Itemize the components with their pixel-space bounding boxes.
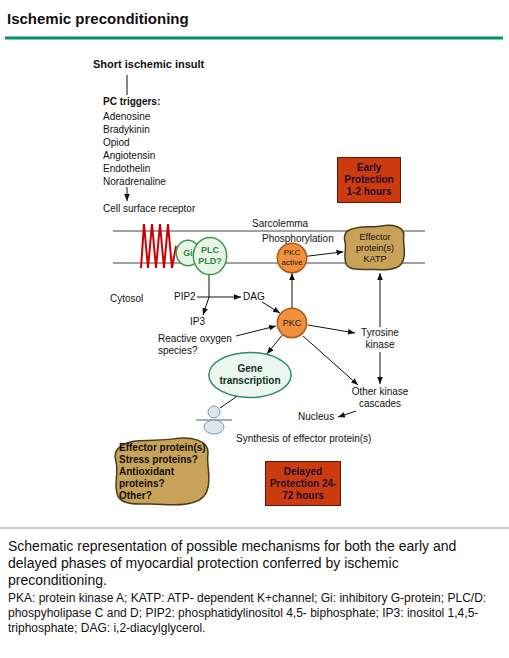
pathway-label: DAG [243, 291, 273, 303]
title-rule [5, 37, 503, 40]
pathway-connector [307, 252, 344, 256]
pathway-arrow [236, 326, 276, 336]
ellipse-outline [277, 243, 306, 272]
node-text: Effector protein(s) KATP [346, 232, 404, 265]
node-text: Delayed Protection 24-72 hours [269, 466, 337, 502]
effector-blob: Effector protein(s) KATP [343, 224, 407, 272]
pathway-arrow [262, 302, 280, 313]
pathway-label: Short ischemic insult [93, 58, 233, 71]
pathway-label: PIP2 [174, 291, 204, 303]
figure-caption: Schematic representation of possible mec… [8, 538, 500, 589]
node-text: PKC active [280, 248, 304, 268]
node-text: PLC PLD? [196, 245, 224, 267]
pathway-connector [292, 273, 293, 308]
pathway-label: Reactive oxygen species? [158, 333, 238, 357]
node-text: PKC [283, 318, 302, 329]
trigger-line [127, 75, 128, 95]
effector-blob: Effector protein(s)Stress proteins?Antio… [113, 436, 213, 508]
receptor-symbol [141, 224, 176, 268]
pathway-label: Nucleus [298, 411, 343, 423]
pathway-label: Cytosol [110, 293, 160, 305]
ellipse-outline [277, 308, 306, 337]
node-text: Gene transcription [211, 363, 289, 387]
diagram-title: Ischemic preconditioning [7, 10, 189, 27]
ribosome-symbol [204, 420, 224, 434]
blob-outline [344, 225, 404, 270]
trigger-arrow [127, 187, 128, 201]
ellipse-outline [193, 237, 226, 274]
pathway-arrow [303, 336, 358, 385]
node-text: Gi [183, 248, 193, 259]
pathway-label: Adenosine [103, 111, 203, 123]
pathway-arrow [308, 325, 355, 333]
pathway-label: IP3 [190, 316, 220, 328]
pathway-label: Sarcolemma [252, 218, 322, 230]
abbreviation-note: PKA: protein kinase A; KATP: ATP- depend… [8, 591, 500, 636]
pathway-label: Opiod [103, 137, 203, 149]
node-text: Effector protein(s) [119, 442, 206, 454]
molecule-ellipse: PKC active [277, 243, 307, 273]
pathway-arrow [380, 273, 381, 327]
phase-box: Early Protection 1-2 hours [337, 157, 401, 203]
blob-outline [115, 438, 209, 505]
connector-label: Phosphorylation [262, 233, 334, 245]
ellipse-outline [209, 352, 291, 397]
pathway-label: Synthesis of effector protein(s) [236, 433, 406, 445]
pathway-line [209, 275, 210, 297]
node-text: Antioxidant proteins? [119, 466, 207, 490]
node-text: Early Protection 1-2 hours [341, 162, 397, 198]
molecule-ellipse: PKC [277, 308, 307, 338]
pathway-connector [267, 335, 283, 354]
pathway-label: Noradrenaline [103, 176, 203, 188]
pathway-label: Angiotensin [103, 150, 203, 162]
pathway-label: Bradykinin [103, 124, 203, 136]
pathway-label: Endothelin [103, 163, 203, 175]
pathway-label: Cell surface receptor [103, 203, 223, 215]
pathway-arrow [338, 411, 356, 417]
pathway-label: PC triggers: [103, 96, 203, 108]
caption-rule [0, 528, 509, 529]
node-text: Other? [119, 490, 152, 502]
pathway-arrow [380, 352, 381, 384]
pathway-line [220, 397, 236, 408]
molecule-ellipse: PLC PLD? [193, 237, 227, 275]
pathway-label: Other kinase cascades [340, 386, 420, 410]
phase-box: Delayed Protection 24-72 hours [265, 461, 341, 506]
pathway-arrow [197, 297, 241, 298]
node-text: Stress proteins? [119, 454, 198, 466]
molecule-ellipse: Gene transcription [208, 352, 292, 398]
pathway-arrow [203, 297, 209, 315]
pathway-label: Tyrosine kinase [355, 327, 405, 351]
ribosome-symbol [208, 406, 220, 418]
